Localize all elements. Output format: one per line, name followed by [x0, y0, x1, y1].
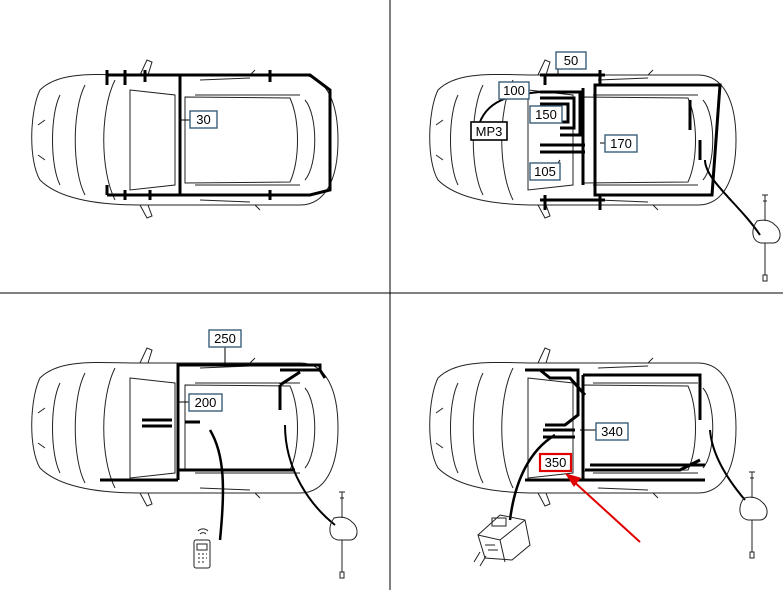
panel-bottom-right: 340 350 [429, 347, 768, 567]
antenna-icon [739, 471, 768, 559]
antenna-icon [329, 491, 358, 579]
antenna-icon [752, 194, 781, 282]
control-unit-icon [473, 514, 531, 567]
label-mp3: MP3 [470, 121, 508, 141]
label-340: 340 [595, 422, 629, 441]
label-350-highlighted: 350 [538, 452, 573, 473]
svg-text:350: 350 [545, 455, 567, 470]
panel-bottom-left: 250 200 [31, 329, 358, 579]
svg-text:200: 200 [195, 395, 217, 410]
label-150: 150 [529, 105, 563, 124]
label-50: 50 [555, 51, 587, 70]
panel-top-left: 30 [31, 59, 339, 219]
svg-text:105: 105 [534, 164, 556, 179]
svg-text:170: 170 [610, 136, 632, 151]
car-outline [31, 347, 339, 507]
harness-top-right [540, 70, 722, 210]
svg-text:100: 100 [503, 83, 525, 98]
harness-bottom-right [525, 368, 705, 482]
label-100: 100 [498, 81, 530, 100]
harness-30 [105, 70, 332, 200]
svg-text:150: 150 [535, 107, 557, 122]
pointer-arrow [564, 473, 641, 543]
label-250: 250 [208, 329, 242, 348]
harness-bottom-left [100, 363, 327, 482]
svg-text:30: 30 [196, 112, 210, 127]
svg-text:340: 340 [601, 424, 623, 439]
label-200: 200 [188, 393, 223, 412]
label-170: 170 [604, 134, 638, 153]
label-105: 105 [529, 162, 561, 181]
svg-text:50: 50 [564, 53, 578, 68]
remote-key-icon [193, 528, 211, 569]
svg-text:MP3: MP3 [476, 124, 503, 139]
svg-text:250: 250 [214, 331, 236, 346]
label-30: 30 [189, 110, 218, 129]
panel-top-right: 50 100 150 MP3 170 105 [429, 51, 781, 282]
